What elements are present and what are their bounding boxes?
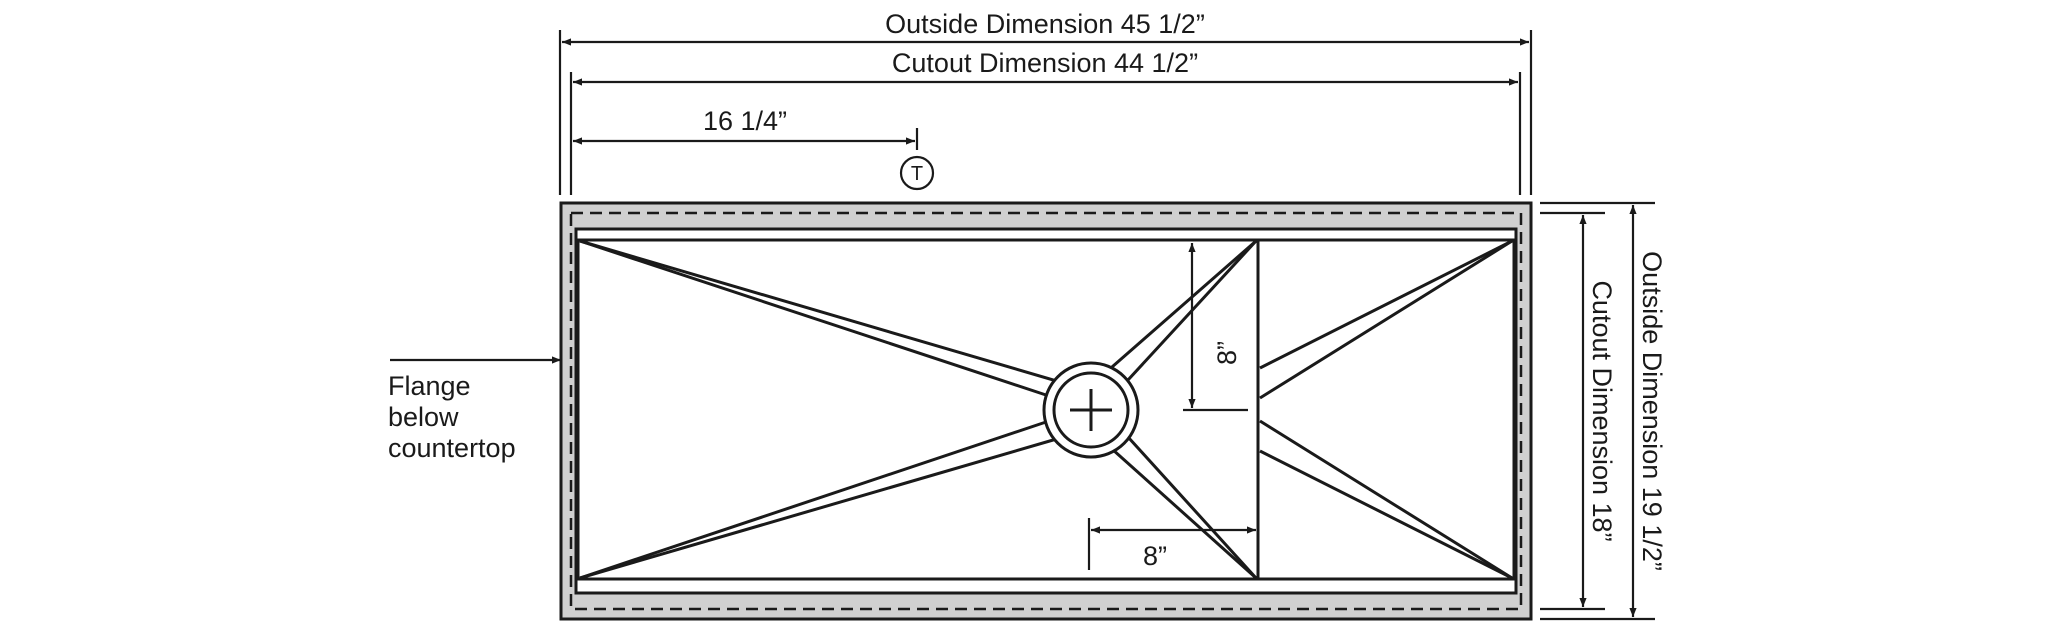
cutout-depth-label: Cutout Dimension 18” [1587, 280, 1617, 541]
cutout-width-dimension: Cutout Dimension 44 1/2” [569, 48, 1522, 195]
drain-horizontal-offset-label: 8” [1143, 541, 1167, 571]
outside-depth-dimension: Outside Dimension 19 1/2” [1540, 201, 1667, 621]
sink-body: 8” 8” [559, 201, 1533, 621]
cutout-depth-dimension: Cutout Dimension 18” [1540, 211, 1617, 611]
tap-hole-letter: T [911, 163, 923, 185]
drain-vertical-offset-label: 8” [1212, 341, 1242, 365]
outside-depth-label: Outside Dimension 19 1/2” [1637, 251, 1667, 571]
flange-callout-line2: below [388, 402, 459, 432]
drain [1042, 361, 1140, 459]
bowl-slope-lines [579, 239, 1258, 580]
flange-callout: Flange below countertop [388, 356, 561, 463]
outside-width-label: Outside Dimension 45 1/2” [885, 9, 1205, 39]
tap-offset-label: 16 1/4” [703, 106, 787, 136]
cutout-width-label: Cutout Dimension 44 1/2” [892, 48, 1198, 78]
tap-hole-circle [899, 155, 935, 191]
tap-hole-marker: T [899, 155, 935, 191]
flange-callout-line1: Flange [388, 371, 471, 401]
tap-offset-dimension: 16 1/4” [573, 106, 919, 150]
drain-horizontal-offset-dimension: 8” [1087, 518, 1256, 571]
outside-width-dimension: Outside Dimension 45 1/2” [558, 9, 1533, 195]
cutout-dashed-outline [569, 211, 1523, 611]
flange-callout-line3: countertop [388, 433, 516, 463]
drain-vertical-offset-dimension: 8” [1183, 243, 1248, 412]
drainboard-slope-lines [1259, 239, 1513, 580]
